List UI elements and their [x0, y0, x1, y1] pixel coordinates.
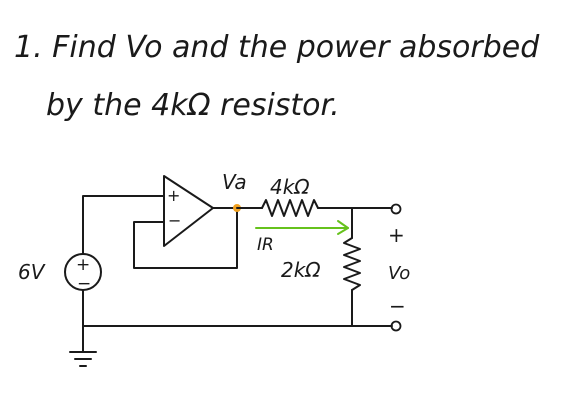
source-label: 6V: [18, 260, 46, 284]
r1-label: 4kΩ: [270, 175, 310, 199]
opamp-minus-sign: −: [168, 211, 181, 230]
opamp-plus-sign: +: [167, 186, 180, 205]
ir-label: IR: [257, 235, 274, 255]
problem-line-1: 1. Find Vo and the power absorbed: [14, 30, 540, 65]
output-minus: −: [389, 294, 406, 318]
wire-bottom: [82, 289, 393, 327]
output-terminal-top: [390, 203, 402, 215]
r2-label: 2kΩ: [281, 258, 321, 282]
voltage-source: [64, 253, 102, 291]
ground-icon: [69, 351, 97, 367]
resistor-4k: [261, 199, 319, 217]
opamp-symbol: [163, 175, 214, 247]
resistor-2k: [343, 237, 361, 291]
source-plus: +: [76, 255, 90, 275]
output-plus: +: [388, 223, 405, 247]
ir-arrow-head: [337, 220, 349, 235]
va-label: Va: [222, 170, 247, 194]
problem-line-2: by the 4kΩ resistor.: [46, 88, 340, 123]
vo-label: Vo: [388, 263, 410, 284]
feedback-wire: [133, 207, 238, 269]
source-minus: −: [77, 274, 91, 294]
wire-top-input: [82, 195, 165, 255]
output-terminal-bottom: [390, 320, 402, 332]
